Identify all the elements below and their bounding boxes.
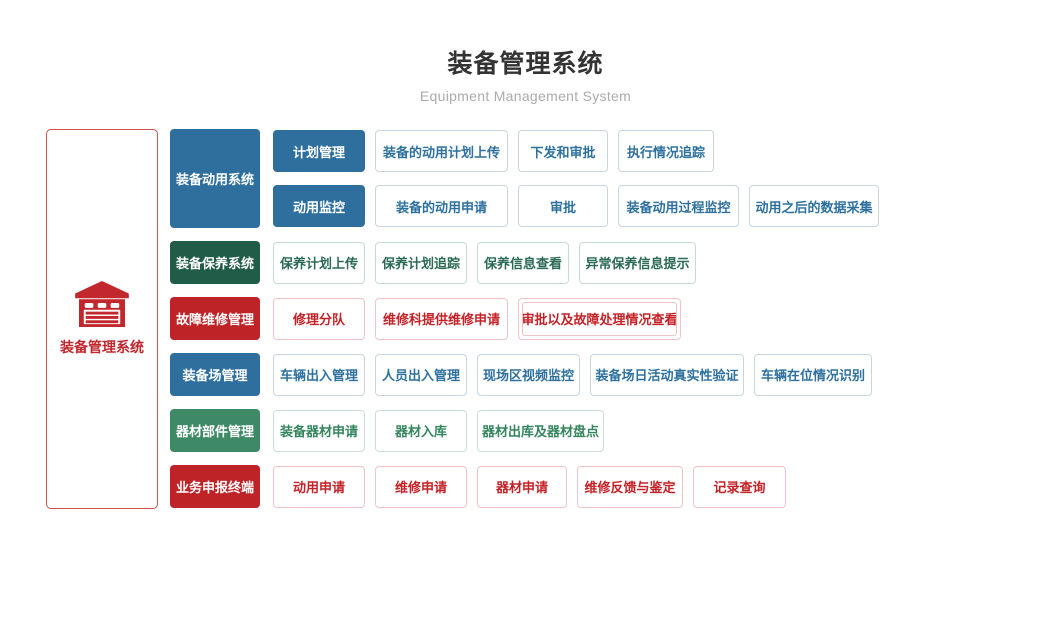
page-subtitle: Equipment Management System — [419, 88, 632, 104]
module-box: 下发和审批 — [518, 130, 608, 172]
garage-icon — [75, 281, 129, 327]
subcategory-column: 计划管理装备的动用计划上传下发和审批执行情况追踪动用监控装备的动用申请审批装备动… — [273, 130, 879, 227]
module-box: 装备动用过程监控 — [618, 185, 739, 227]
group-row: 动用监控装备的动用申请审批装备动用过程监控动用之后的数据采集 — [273, 185, 879, 227]
module-box: 保养计划上传 — [273, 241, 365, 284]
module-box: 动用之后的数据采集 — [749, 185, 879, 227]
category-box: 故障维修管理 — [170, 297, 260, 340]
module-box: 器材出库及器材盘点 — [477, 409, 604, 452]
module-list: 车辆出入管理人员出入管理现场区视频监控装备场日活动真实性验证车辆在位情况识别 — [273, 353, 872, 396]
module-list: 装备的动用计划上传下发和审批执行情况追踪 — [375, 130, 714, 172]
category-box: 装备场管理 — [170, 353, 260, 396]
module-list: 保养计划上传保养计划追踪保养信息查看异常保养信息提示 — [273, 241, 696, 284]
category-box: 器材部件管理 — [170, 409, 260, 452]
group-row: 计划管理装备的动用计划上传下发和审批执行情况追踪 — [273, 130, 879, 172]
module-box: 器材入库 — [375, 409, 467, 452]
module-box: 修理分队 — [273, 297, 365, 340]
branch-row: 故障维修管理修理分队维修科提供维修申请审批以及故障处理情况查看 — [170, 297, 879, 340]
module-list: 动用申请维修申请器材申请维修反馈与鉴定记录查询 — [273, 465, 786, 508]
module-box: 装备器材申请 — [273, 409, 365, 452]
root-panel: 装备管理系统 — [46, 129, 158, 509]
branches-column: 装备动用系统计划管理装备的动用计划上传下发和审批执行情况追踪动用监控装备的动用申… — [170, 129, 879, 508]
module-list: 修理分队维修科提供维修申请审批以及故障处理情况查看 — [273, 297, 681, 340]
branch-row: 装备动用系统计划管理装备的动用计划上传下发和审批执行情况追踪动用监控装备的动用申… — [170, 129, 879, 228]
module-box: 记录查询 — [693, 465, 786, 508]
module-list: 装备器材申请器材入库器材出库及器材盘点 — [273, 409, 604, 452]
branch-row: 装备保养系统保养计划上传保养计划追踪保养信息查看异常保养信息提示 — [170, 241, 879, 284]
category-box: 装备保养系统 — [170, 241, 260, 284]
category-box: 装备动用系统 — [170, 129, 260, 228]
page-title: 装备管理系统 — [447, 50, 604, 78]
module-box: 审批以及故障处理情况查看 — [518, 297, 681, 340]
module-box: 动用申请 — [273, 465, 365, 508]
module-box: 装备的动用计划上传 — [375, 130, 508, 172]
system-diagram: 装备管理系统 装备动用系统计划管理装备的动用计划上传下发和审批执行情况追踪动用监… — [46, 129, 1051, 509]
module-box: 车辆出入管理 — [273, 353, 365, 396]
module-box: 车辆在位情况识别 — [754, 353, 872, 396]
module-box: 保养计划追踪 — [375, 241, 467, 284]
category-box: 业务申报终端 — [170, 465, 260, 508]
module-box: 维修科提供维修申请 — [375, 297, 508, 340]
module-box: 维修反馈与鉴定 — [577, 465, 683, 508]
subcategory-box: 动用监控 — [273, 185, 365, 227]
module-box: 器材申请 — [477, 465, 567, 508]
module-box: 保养信息查看 — [477, 241, 569, 284]
module-box: 维修申请 — [375, 465, 467, 508]
module-box: 执行情况追踪 — [618, 130, 714, 172]
module-box: 现场区视频监控 — [477, 353, 580, 396]
module-list: 装备的动用申请审批装备动用过程监控动用之后的数据采集 — [375, 185, 879, 227]
module-box: 审批 — [518, 185, 608, 227]
module-box: 装备场日活动真实性验证 — [590, 353, 744, 396]
module-box: 异常保养信息提示 — [579, 241, 696, 284]
module-box: 人员出入管理 — [375, 353, 467, 396]
branch-row: 业务申报终端动用申请维修申请器材申请维修反馈与鉴定记录查询 — [170, 465, 879, 508]
subcategory-box: 计划管理 — [273, 130, 365, 172]
branch-row: 装备场管理车辆出入管理人员出入管理现场区视频监控装备场日活动真实性验证车辆在位情… — [170, 353, 879, 396]
page-header: 装备管理系统 Equipment Management System — [0, 0, 1051, 104]
branch-row: 器材部件管理装备器材申请器材入库器材出库及器材盘点 — [170, 409, 879, 452]
module-box: 装备的动用申请 — [375, 185, 508, 227]
root-label: 装备管理系统 — [60, 339, 144, 355]
